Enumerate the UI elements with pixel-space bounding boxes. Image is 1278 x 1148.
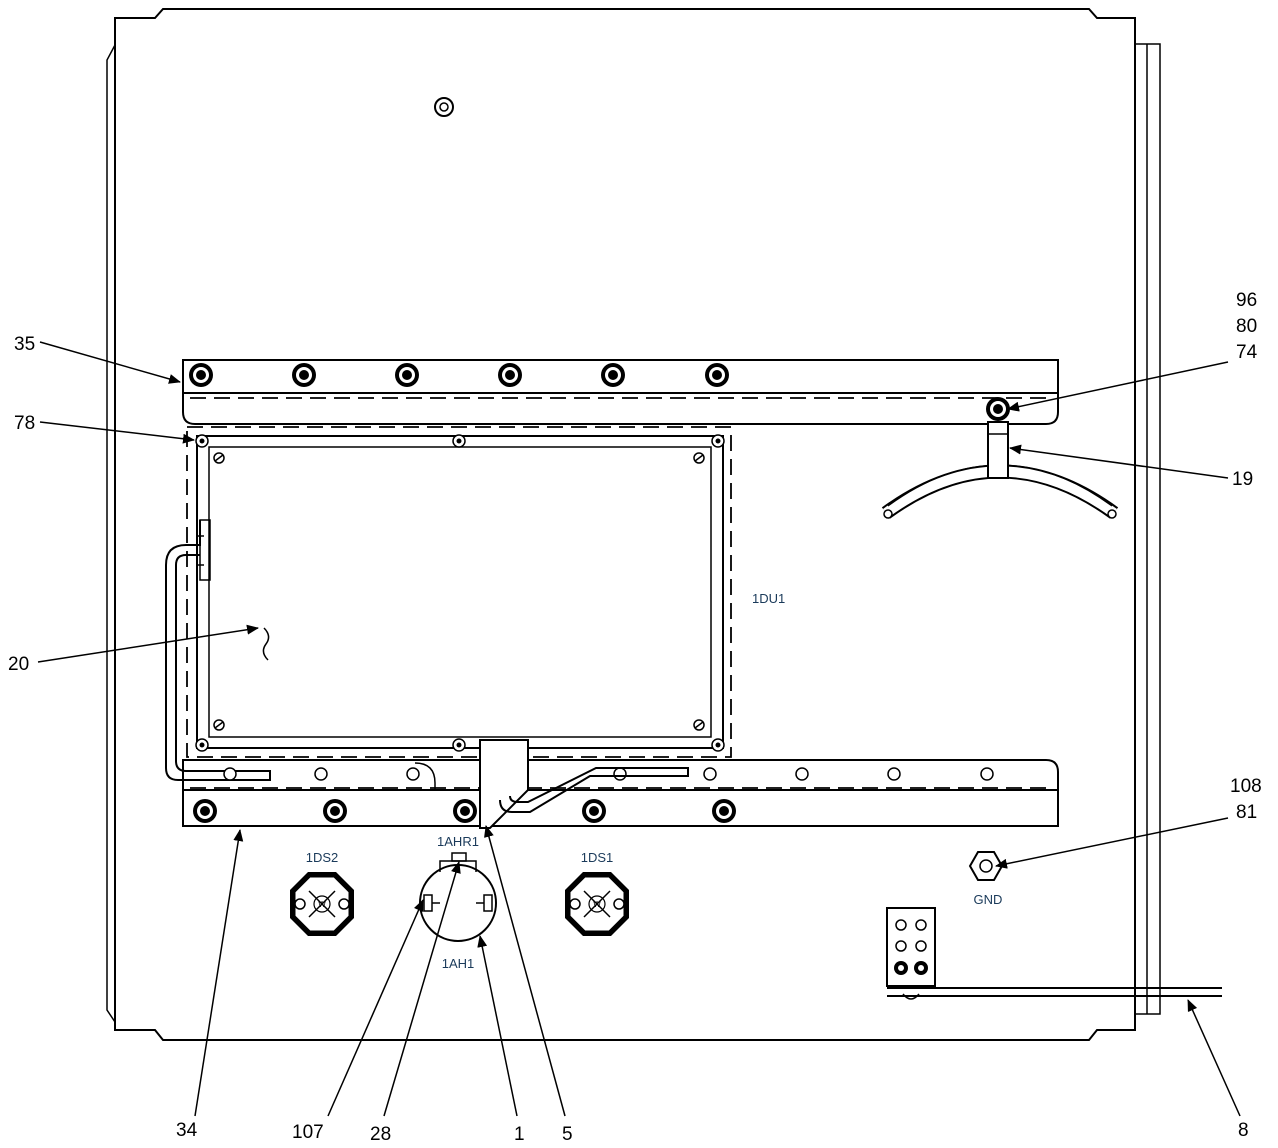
callout-35: 35 (14, 334, 35, 355)
callout-28: 28 (370, 1124, 391, 1145)
cable-clamp (479, 739, 689, 829)
terminal-block (886, 907, 936, 1000)
callout-108: 108 (1230, 776, 1262, 797)
callout-8: 8 (1238, 1120, 1249, 1141)
callout-107: 107 (292, 1122, 324, 1143)
switch-1ds2: W 1DS2 (290, 850, 354, 936)
switch-left-mark: W (318, 900, 326, 909)
switch-right-label: 1DS1 (581, 850, 614, 865)
ground-label: GND (974, 892, 1003, 907)
display-unit-label: 1DU1 (752, 591, 785, 606)
enclosure-door (106, 8, 1161, 1041)
switch-left-label: 1DS2 (306, 850, 339, 865)
callout-78: 78 (14, 413, 35, 434)
horn-relay-label: 1AHR1 (437, 834, 479, 849)
bottom-cable (887, 987, 1222, 997)
callout-5: 5 (562, 1124, 573, 1145)
left-cable (165, 519, 271, 781)
callout-34: 34 (176, 1120, 198, 1141)
callout-80: 80 (1236, 316, 1257, 337)
callout-20: 20 (8, 654, 29, 675)
callouts: 35 78 20 96 80 74 19 108 81 34 107 28 1 … (8, 290, 1262, 1145)
arc-bracket (881, 397, 1119, 519)
callout-74: 74 (1236, 342, 1258, 363)
callout-19: 19 (1232, 469, 1253, 490)
callout-81: 81 (1236, 802, 1257, 823)
leader-lines (37, 341, 1241, 1117)
display-unit: 1DU1 (186, 426, 785, 758)
upper-rail (182, 359, 1059, 425)
top-screw-icon (434, 97, 454, 117)
lower-rail (182, 759, 1059, 827)
switch-right-mark: W (593, 900, 601, 909)
switch-1ds1: W 1DS1 (565, 850, 629, 936)
callout-1: 1 (514, 1124, 525, 1145)
horn-label: 1AH1 (442, 956, 475, 971)
horn-1ah1: 1AHR1 1AH1 (419, 834, 497, 971)
ground-lug-icon: GND (968, 851, 1004, 907)
callout-96: 96 (1236, 290, 1257, 311)
